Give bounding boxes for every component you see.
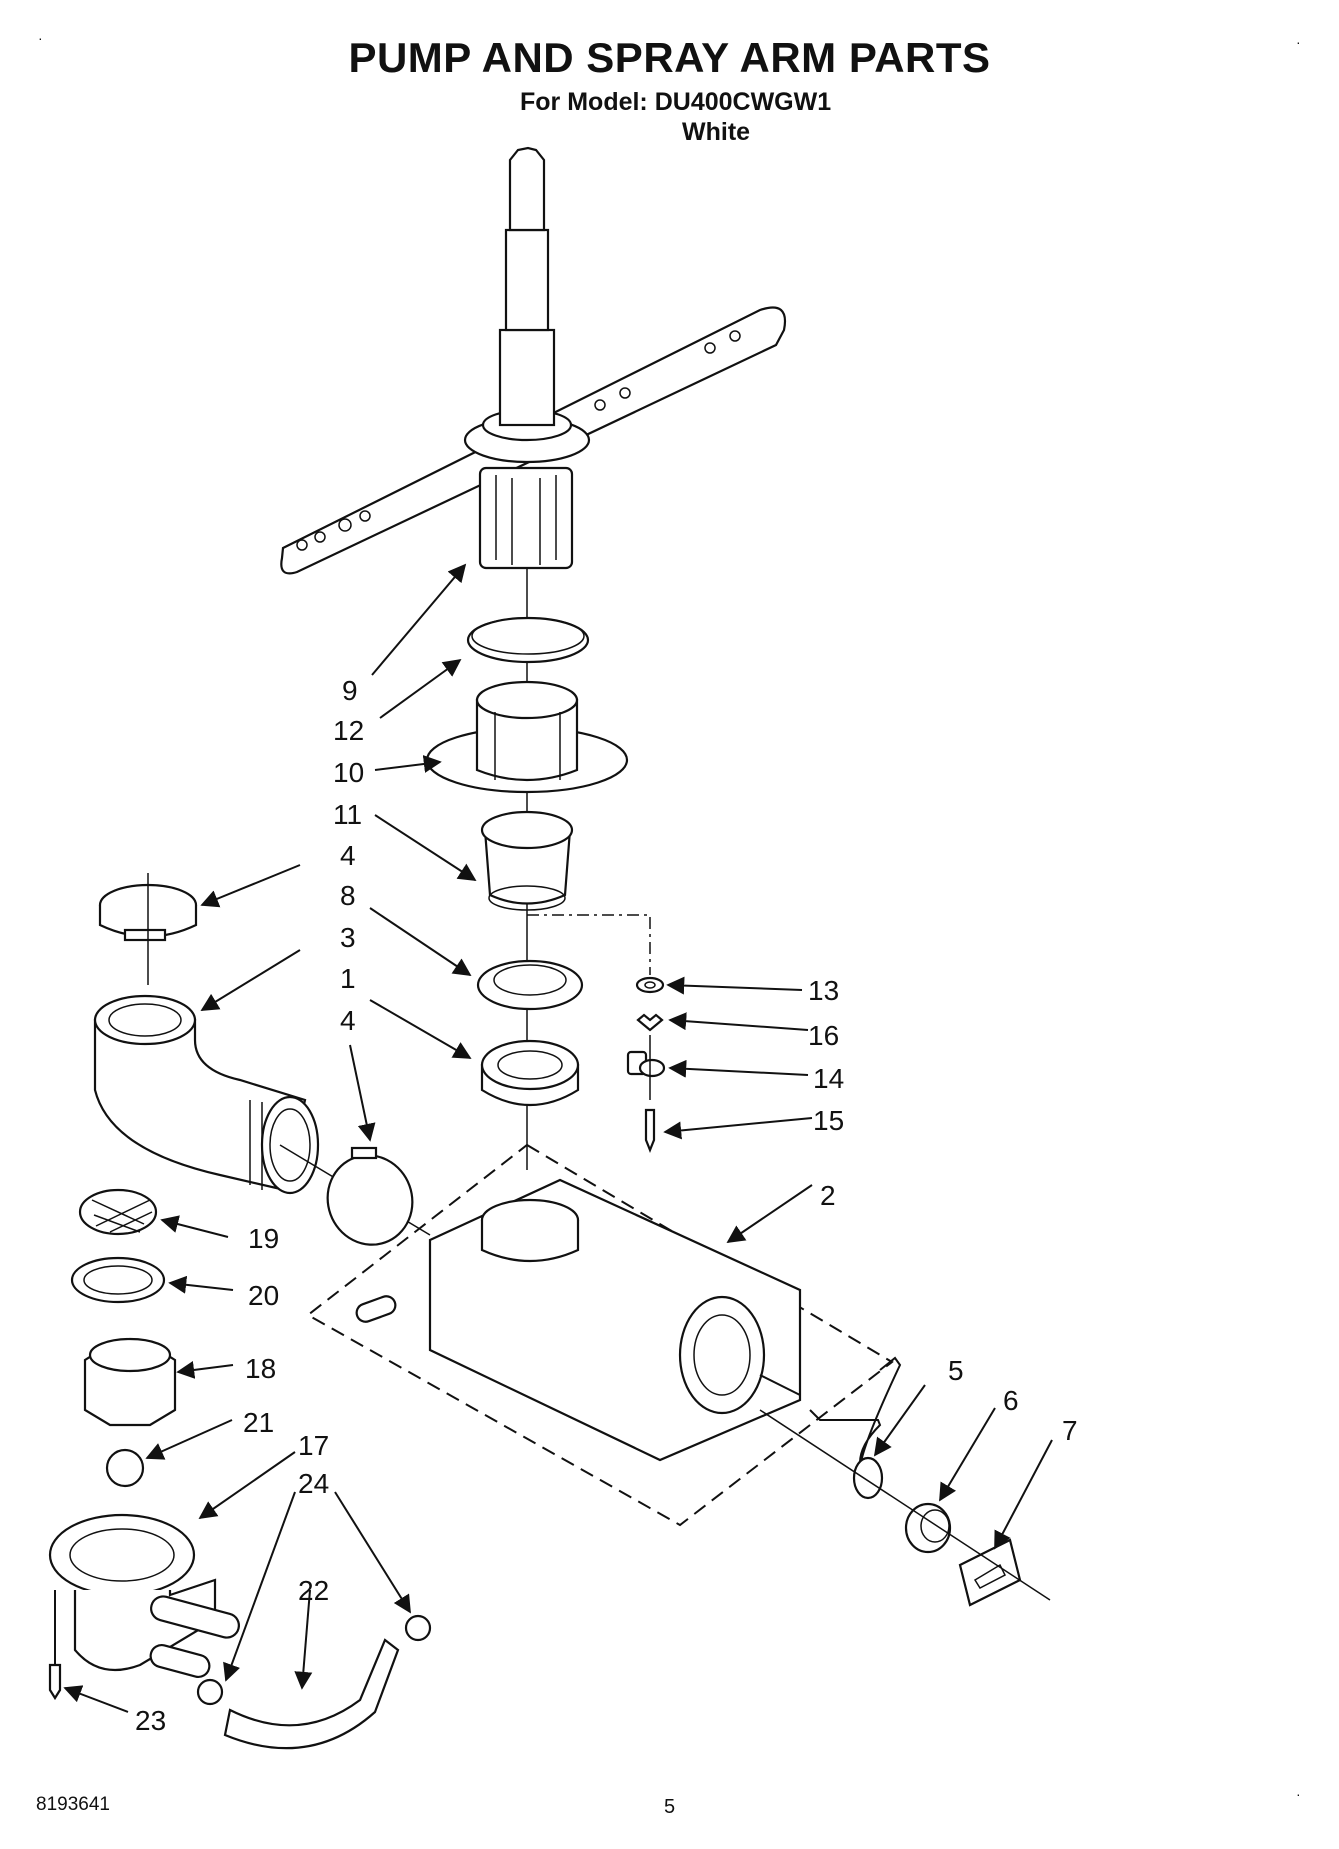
callout-16: 16 bbox=[808, 1020, 839, 1051]
callout-13: 13 bbox=[808, 975, 839, 1006]
document-number: 8193641 bbox=[36, 1794, 110, 1815]
callout-19: 19 bbox=[248, 1223, 279, 1254]
corner-mark: · bbox=[38, 30, 43, 46]
mounting-plate bbox=[958, 1538, 1022, 1607]
callout-6: 6 bbox=[1003, 1385, 1019, 1416]
filter-housing bbox=[83, 1337, 177, 1427]
callout-7: 7 bbox=[1062, 1415, 1078, 1446]
callout-17: 17 bbox=[298, 1430, 329, 1461]
callout-23: 23 bbox=[135, 1705, 166, 1736]
callout-4: 4 bbox=[340, 840, 356, 871]
check-ball bbox=[105, 1448, 145, 1488]
hose-clamp-upper bbox=[98, 873, 198, 985]
strainer bbox=[78, 1188, 158, 1236]
callout-10: 10 bbox=[333, 757, 364, 788]
grommet bbox=[904, 1502, 952, 1554]
gasket bbox=[70, 1256, 166, 1304]
seal-8 bbox=[476, 959, 584, 1011]
callout-labels: 9 12 10 11 4 8 3 1 4 13 16 14 15 2 19 20… bbox=[135, 675, 1078, 1736]
callout-18: 18 bbox=[245, 1353, 276, 1384]
callout-4b: 4 bbox=[340, 1005, 356, 1036]
leader-lines bbox=[63, 563, 1053, 1713]
callout-1: 1 bbox=[340, 963, 356, 994]
callout-14: 14 bbox=[813, 1063, 844, 1094]
hose-clamp-lower bbox=[326, 1146, 414, 1246]
callout-11: 11 bbox=[333, 799, 362, 830]
drain-hose bbox=[223, 1638, 400, 1750]
page-number: 5 bbox=[664, 1796, 676, 1818]
pump-motor bbox=[355, 1178, 802, 1462]
model-line: For Model: DU400CWGW1 bbox=[520, 88, 832, 116]
callout-21: 21 bbox=[243, 1407, 274, 1438]
hardware-stack bbox=[626, 976, 666, 1153]
corner-mark: · bbox=[1296, 34, 1301, 50]
screw bbox=[48, 1590, 62, 1701]
seal-1 bbox=[480, 1039, 580, 1106]
callout-5: 5 bbox=[948, 1355, 964, 1386]
callout-22: 22 bbox=[298, 1575, 329, 1606]
callout-24: 24 bbox=[298, 1468, 329, 1499]
callout-9: 9 bbox=[342, 675, 358, 706]
bracket-loop bbox=[852, 1456, 884, 1500]
manifold-hub bbox=[425, 680, 629, 794]
callout-15: 15 bbox=[813, 1105, 844, 1136]
callout-2: 2 bbox=[820, 1180, 836, 1211]
hose-clamp-24a bbox=[196, 1678, 224, 1706]
callout-8: 8 bbox=[340, 880, 356, 911]
callout-12: 12 bbox=[333, 715, 364, 746]
corner-mark: · bbox=[1296, 1786, 1301, 1802]
hose-clamp-24b bbox=[404, 1614, 432, 1642]
callout-20: 20 bbox=[248, 1280, 279, 1311]
sump-housing bbox=[48, 1513, 240, 1679]
pump-cup bbox=[480, 810, 574, 911]
page-title: PUMP AND SPRAY ARM PARTS bbox=[348, 34, 991, 81]
spray-arm bbox=[280, 146, 787, 575]
model-color: White bbox=[682, 118, 751, 146]
motor-axis bbox=[759, 1409, 1051, 1601]
pump-motor-outline bbox=[306, 1143, 894, 1527]
callout-3: 3 bbox=[340, 922, 356, 953]
retaining-ring bbox=[466, 616, 590, 664]
